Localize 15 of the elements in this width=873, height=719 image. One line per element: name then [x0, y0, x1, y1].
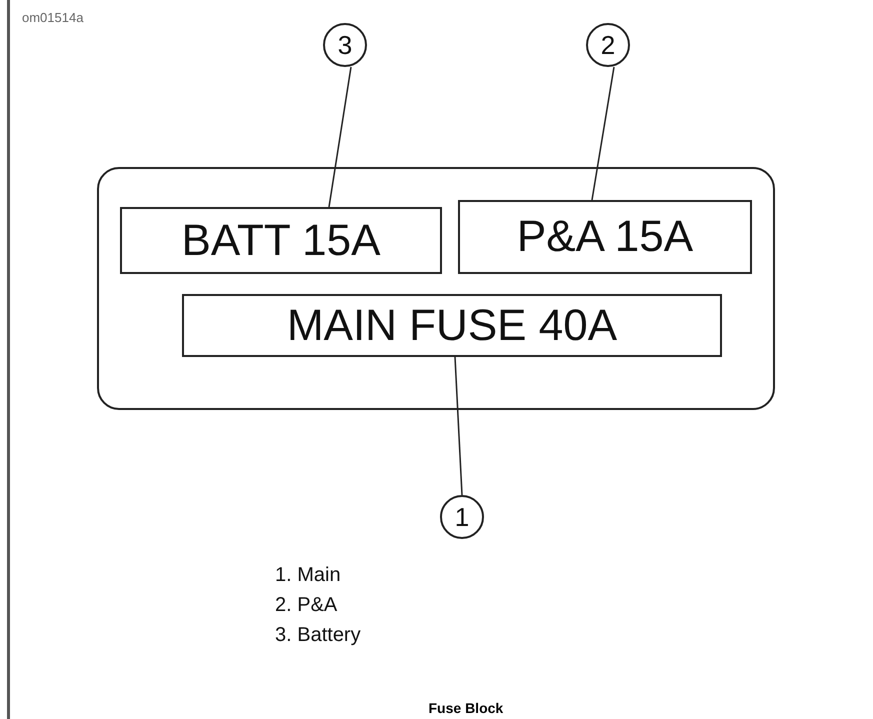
callout-key-item: 1. Main: [275, 564, 341, 587]
fuse-block-outline: [97, 167, 775, 410]
fuse-label: MAIN FUSE 40A: [182, 294, 722, 357]
leader-line: [591, 66, 615, 200]
callout-key-item: 2. P&A: [275, 594, 338, 617]
callout-number: 2: [586, 23, 630, 67]
figure-id: om01514a: [22, 10, 84, 25]
fuse-label: P&A 15A: [458, 200, 752, 274]
callout-number: 1: [440, 495, 484, 539]
figure-caption: Fuse Block: [428, 700, 504, 716]
leader-line: [328, 66, 352, 208]
callout-key-item: 3. Battery: [275, 624, 361, 647]
fuse-label: BATT 15A: [120, 207, 442, 274]
leader-line: [454, 356, 463, 496]
callout-number: 3: [323, 23, 367, 67]
